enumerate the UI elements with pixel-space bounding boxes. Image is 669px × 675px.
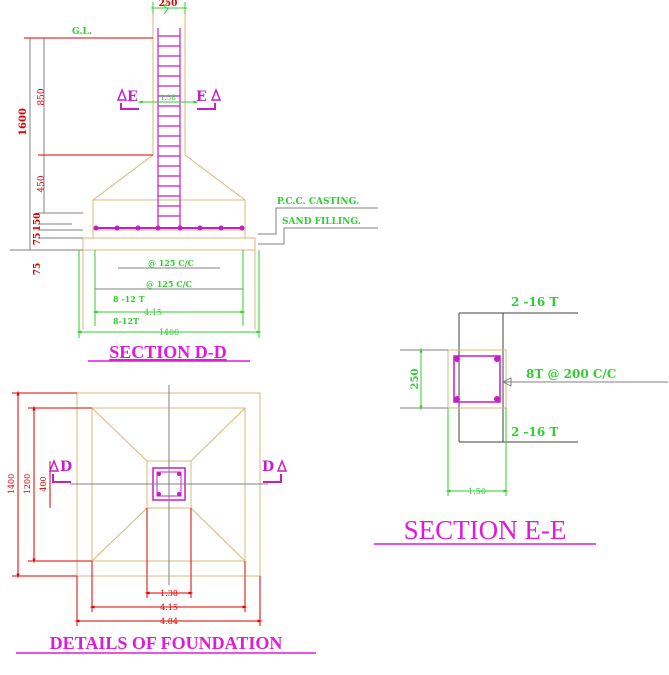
- column-width-dimension: 250: [151, 0, 187, 15]
- svg-text:1.38: 1.38: [160, 94, 176, 102]
- dim-415-dd: 4.15: [144, 308, 162, 317]
- column-outline: [82, 14, 256, 330]
- ee-height-dim: 250: [400, 347, 448, 411]
- section-dd: 250: [10, 0, 378, 362]
- ee-rebar: [453, 355, 501, 403]
- ee-outline: [458, 312, 578, 443]
- svg-text:D: D: [60, 459, 72, 475]
- svg-text:D: D: [262, 459, 274, 475]
- bar-spacing-top: @ 125 C/C: [148, 258, 194, 268]
- dim-75-upper: 75: [33, 233, 43, 246]
- bar-8-12-lower: 8-12T: [113, 316, 139, 326]
- ee-bottom-bars: 2 -16 T: [511, 425, 558, 439]
- dim-415-plan: 4.15: [160, 603, 178, 612]
- dim-1400-plan: 1400: [7, 474, 16, 494]
- dim-1600: 1600: [18, 108, 29, 136]
- ground-level: G.L.: [28, 27, 153, 39]
- section-dd-title: SECTION D-D: [109, 342, 227, 362]
- dim-150: 150: [33, 213, 43, 232]
- section-marker-d-left: D: [48, 458, 72, 483]
- column-reinforcement: [95, 28, 243, 229]
- sand-label: SAND FILLING.: [282, 217, 361, 227]
- bar-annotations: @ 125 C/C @ 125 C/C 8 -12 T 4.15 8-12T 1…: [76, 250, 262, 338]
- dim-850: 850: [37, 88, 47, 105]
- bar-spacing-bottom: @ 125 C/C: [146, 279, 192, 289]
- dim-138-plan: 1.38: [160, 589, 178, 598]
- bar-8-12-upper: 8 -12 T: [113, 294, 145, 304]
- foundation-title: DETAILS OF FOUNDATION: [50, 633, 283, 653]
- vertical-dimensions: 1600 850 450 150 75 75: [10, 37, 153, 276]
- svg-text:E: E: [127, 89, 138, 105]
- section-marker-e-right: E: [196, 87, 222, 110]
- plan-left-dims: 1400 1200 400: [7, 390, 92, 579]
- ee-dim-150: 1.50: [468, 487, 486, 496]
- foundation-plan: 1400 1200 400 D D 1.38 4.15: [7, 385, 316, 654]
- dim-75-lower: 75: [33, 263, 43, 276]
- dim-1400-dd: 1400: [159, 328, 179, 337]
- dim-400-plan: 400: [39, 476, 48, 491]
- plan-center-lines: [70, 385, 268, 585]
- ee-stirrup-leader: 8T @ 200 C/C: [501, 367, 668, 387]
- column-inner-dim: 1.38: [137, 94, 199, 104]
- section-ee: 2 -16 T 2 -16 T 8T @ 200 C/C 250 1.50 SE…: [374, 295, 668, 545]
- column-width-label: 250: [159, 0, 178, 9]
- section-marker-e-left: E: [116, 87, 139, 110]
- gl-label: G.L.: [72, 27, 92, 37]
- dim-1200-plan: 1200: [23, 474, 32, 494]
- section-marker-d-right: D: [262, 458, 288, 483]
- svg-text:E: E: [196, 89, 207, 105]
- ee-stirrups: 8T @ 200 C/C: [526, 367, 616, 381]
- dim-484-plan: 4.84: [160, 617, 178, 626]
- dim-450: 450: [37, 175, 47, 192]
- base-bars: [93, 225, 245, 231]
- plan-bottom-dims: 1.38 4.15 4.84: [74, 508, 263, 626]
- ee-dim-250: 250: [410, 369, 421, 390]
- material-leaders: P.C.C. CASTING. SAND FILLING.: [258, 197, 378, 245]
- ee-width-dim: 1.50: [445, 408, 509, 496]
- ee-top-bars: 2 -16 T: [511, 295, 558, 309]
- section-ee-title: SECTION E-E: [404, 515, 567, 545]
- pcc-label: P.C.C. CASTING.: [277, 197, 359, 207]
